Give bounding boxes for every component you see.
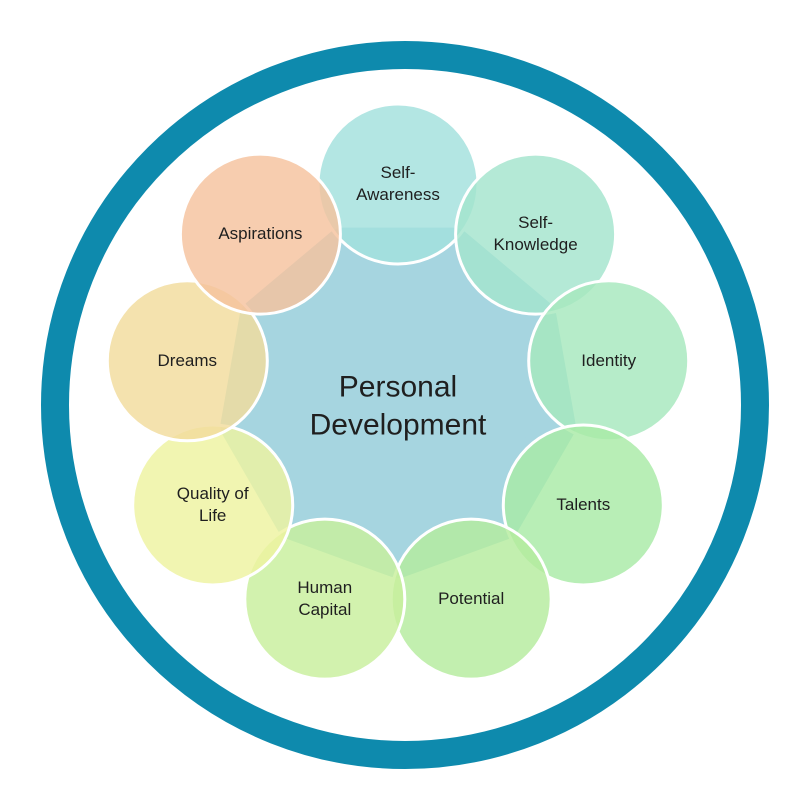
node-circle-potential [389, 517, 553, 681]
node-circle-self-awareness [316, 102, 480, 266]
node-circle-self-knowledge [454, 152, 618, 316]
node-circle-identity [527, 279, 691, 443]
node-circles [105, 102, 691, 681]
node-circle-aspirations [178, 152, 342, 316]
outer-ring [41, 41, 769, 769]
node-circle-human-capital [243, 517, 407, 681]
node-circle-talents [501, 423, 665, 587]
node-circle-quality-of-life [131, 423, 295, 587]
node-circle-dreams [105, 279, 269, 443]
